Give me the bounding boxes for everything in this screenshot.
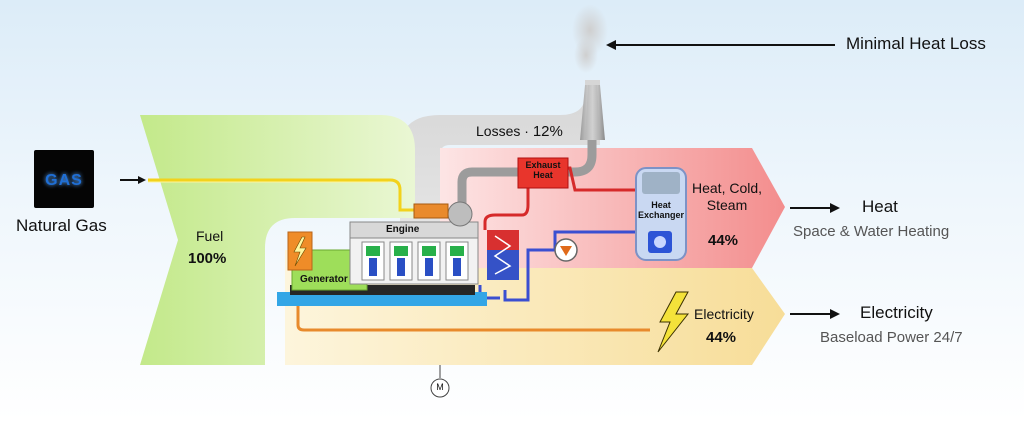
heat-output-subtitle: Space & Water Heating (793, 223, 950, 240)
losses-percent: 12% (532, 123, 563, 140)
fuel-line (148, 178, 420, 212)
gas-flame-icon: GAS (34, 150, 94, 208)
electric-line (296, 260, 650, 332)
exhaust-heat-box (517, 157, 569, 189)
heat-output-title: Heat (862, 197, 898, 216)
losses-label: Losses · 12% (476, 123, 563, 140)
gas-icon-text: GAS (45, 172, 83, 189)
heat-band-label: Heat, Cold, Steam (692, 180, 763, 213)
engine-cylinders (361, 241, 469, 281)
chimney (580, 85, 605, 140)
electricity-band-label: Electricity (694, 306, 754, 322)
engine-label: Engine (386, 224, 420, 235)
cold-pipe (503, 230, 640, 302)
electricity-percent: 44% (706, 329, 737, 346)
arrows (120, 40, 840, 319)
exhaust-heat-label: Exhaust Heat (525, 160, 561, 180)
fuel-percent: 100% (188, 250, 227, 267)
losses-text: Losses (476, 123, 521, 139)
electricity-bolt-icon (657, 291, 690, 353)
fuel-band (140, 115, 415, 365)
generator-label: Generator (300, 274, 348, 285)
natural-gas-label: Natural Gas (16, 216, 107, 235)
fuel-label: Fuel (196, 228, 224, 244)
electricity-output-subtitle: Baseload Power 24/7 (820, 329, 963, 346)
generator-bolt-box (287, 231, 313, 271)
heat-exchanger-label: Heat Exchanger (637, 200, 685, 220)
engine-base (277, 292, 487, 306)
motor-icon (430, 378, 450, 398)
motor-label: M (436, 382, 444, 392)
generator-bolt-icon (293, 236, 307, 267)
turbocharger (447, 201, 473, 227)
heat-percent: 44% (708, 232, 739, 249)
electricity-output-title: Electricity (860, 303, 933, 322)
minimal-heat-loss-callout: Minimal Heat Loss (846, 34, 986, 53)
